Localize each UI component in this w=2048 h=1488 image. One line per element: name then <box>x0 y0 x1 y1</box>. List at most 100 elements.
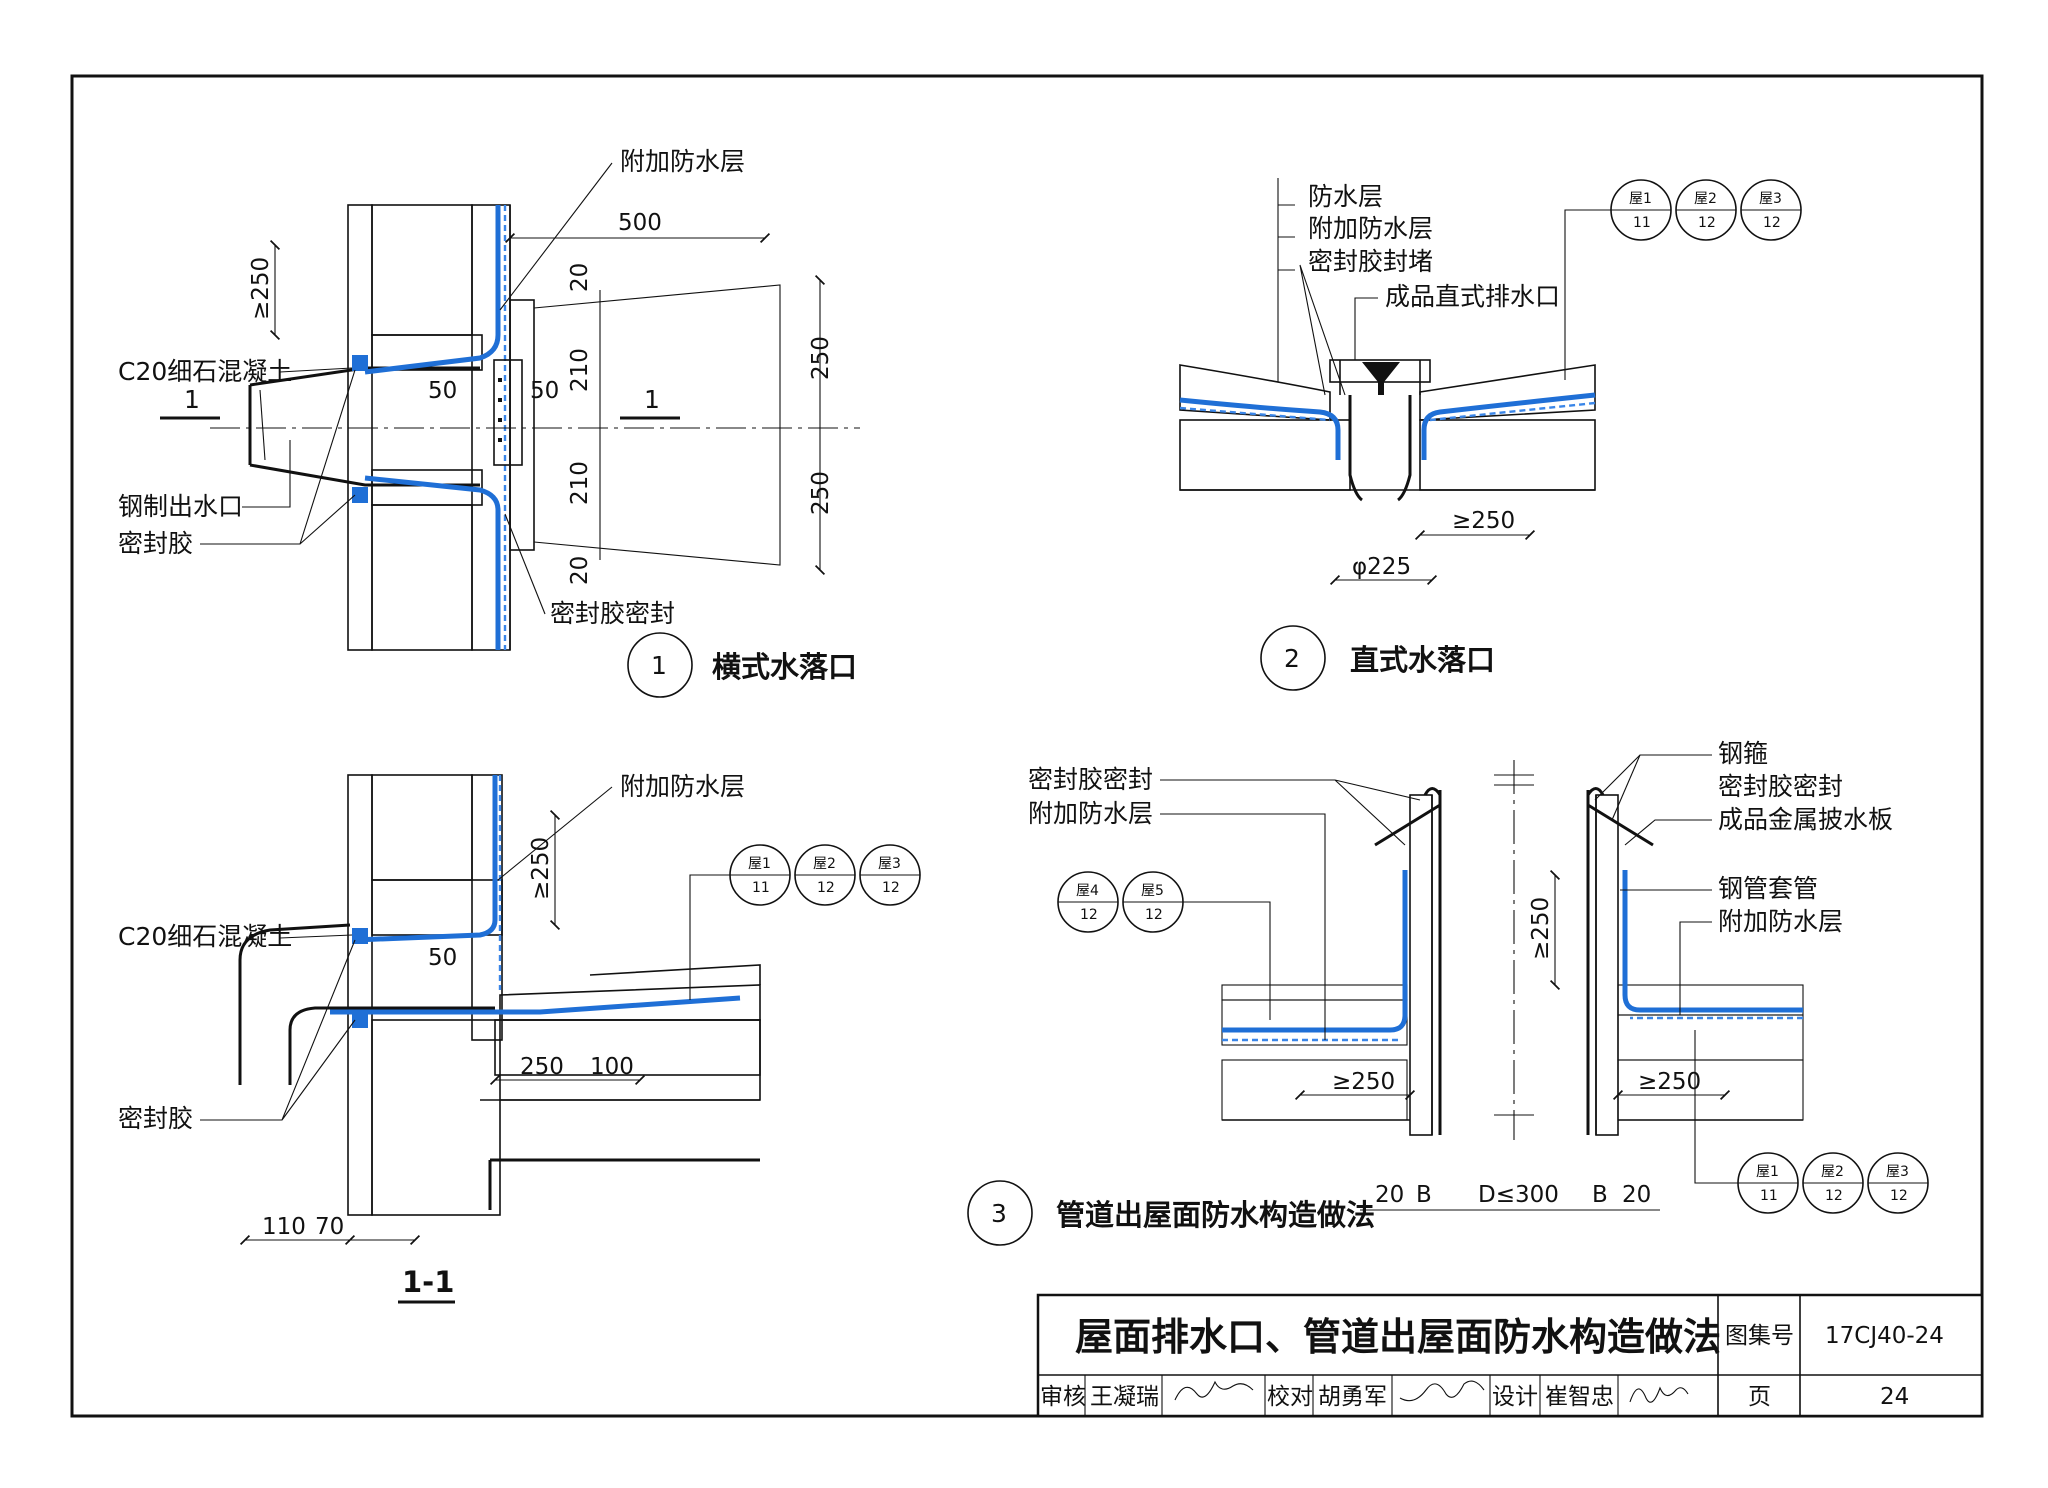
detail-3-number: 3 <box>991 1199 1007 1228</box>
label-extra-layer-right: 附加防水层 <box>1718 907 1843 936</box>
dim-20-right: 20 <box>1622 1182 1651 1208</box>
label-extra-layer: 附加防水层 <box>1308 214 1433 243</box>
svg-text:屋1: 屋1 <box>1756 1164 1779 1180</box>
check-label: 校对 <box>1267 1384 1313 1410</box>
detail-2-number-circle <box>1260 625 1326 691</box>
dim-20-bottom: 20 <box>567 556 593 585</box>
page-label: 页 <box>1748 1384 1771 1410</box>
label-sealant: 密封胶 <box>118 529 193 558</box>
svg-text:屋5: 屋5 <box>1141 883 1164 899</box>
label-sealant-seal-right: 密封胶密封 <box>1718 772 1843 801</box>
dim-ge250-left: ≥250 <box>1332 1069 1395 1095</box>
svg-text:屋2: 屋2 <box>1821 1164 1844 1180</box>
review-label: 审核 <box>1040 1384 1086 1410</box>
dim-210-bottom: 210 <box>567 461 593 505</box>
section-mark-right: 1 <box>644 385 660 414</box>
detail-3-caption: 管道出屋面防水构造做法 <box>1056 1198 1375 1232</box>
svg-text:屋2: 屋2 <box>1694 191 1717 207</box>
dim-250-top: 250 <box>808 336 834 380</box>
section-title: 1-1 <box>402 1265 454 1299</box>
label-concrete: C20细石混凝土 <box>118 922 292 951</box>
checker: 胡勇军 <box>1318 1384 1387 1410</box>
atlas-no: 17CJ40-24 <box>1825 1323 1944 1349</box>
dim-dia: φ225 <box>1352 554 1411 580</box>
label-outlet: 钢制出水口 <box>118 492 243 521</box>
dim-ge250: ≥250 <box>528 837 554 900</box>
dim-50-left: 50 <box>428 378 457 404</box>
label-steel-sleeve: 钢管套管 <box>1718 874 1818 903</box>
label-sealant: 密封胶 <box>118 1104 193 1133</box>
dim-ge250: ≥250 <box>248 257 274 320</box>
checker-signature <box>1399 1380 1485 1402</box>
svg-text:屋1: 屋1 <box>748 856 771 872</box>
label-sealant-plug: 密封胶封堵 <box>1308 247 1433 276</box>
detail-3: ≥250 ≥250 ≥250 20 B D≤300 B 20 密封胶密封 附加防… <box>967 739 1929 1246</box>
svg-text:12: 12 <box>1698 215 1716 231</box>
title-block: 屋面排水口、管道出屋面防水构造做法 图集号 17CJ40-24 页 24 审核 … <box>1036 1293 1984 1418</box>
dim-20-left: 20 <box>1375 1182 1404 1208</box>
detail-1: 1 1 500 ≥250 20 210 210 20 250 250 50 50… <box>118 147 860 698</box>
label-waterproof: 防水层 <box>1308 182 1383 211</box>
svg-text:屋3: 屋3 <box>1759 191 1782 207</box>
dim-250-bottom: 250 <box>808 471 834 515</box>
dim-b-right: B <box>1592 1182 1608 1208</box>
detail3-tags-right: 屋1 11 屋2 12 屋3 12 <box>1694 1030 1929 1214</box>
svg-text:11: 11 <box>1633 215 1651 231</box>
label-metal-flashing: 成品金属披水板 <box>1718 805 1893 834</box>
reviewer-signature <box>1174 1380 1254 1401</box>
dim-210-top: 210 <box>567 348 593 392</box>
label-extra-layer-left: 附加防水层 <box>1028 799 1153 828</box>
detail-2-number: 2 <box>1284 644 1300 673</box>
drawing-title: 屋面排水口、管道出屋面防水构造做法 <box>1075 1315 1721 1359</box>
label-steel-hoop: 钢箍 <box>1718 739 1768 768</box>
design-label: 设计 <box>1492 1384 1538 1410</box>
section-mark-left: 1 <box>184 385 200 414</box>
svg-text:屋4: 屋4 <box>1076 883 1099 899</box>
svg-text:11: 11 <box>1760 1188 1778 1204</box>
dim-ge250: ≥250 <box>1452 508 1515 534</box>
label-sealant-seal: 密封胶密封 <box>550 599 675 628</box>
label-outlet: 成品直式排水口 <box>1385 282 1560 311</box>
page-no: 24 <box>1880 1384 1909 1410</box>
svg-text:屋2: 屋2 <box>813 856 836 872</box>
label-sealant-seal: 密封胶密封 <box>1028 765 1153 794</box>
dim-500: 500 <box>618 210 662 236</box>
dim-50-right: 50 <box>530 378 559 404</box>
dim-20-top: 20 <box>567 263 593 292</box>
svg-text:12: 12 <box>1890 1188 1908 1204</box>
dim-70: 70 <box>315 1214 344 1240</box>
dim-b-left: B <box>1416 1182 1432 1208</box>
detail-2: 防水层 附加防水层 密封胶封堵 成品直式排水口 屋1 11 屋2 12 屋3 12 ≥… <box>1179 178 1802 691</box>
svg-text:12: 12 <box>1763 215 1781 231</box>
section-1-1: ≥250 50 250 100 110 70 附加防水层 C20细石混凝土 密封… <box>118 772 921 1304</box>
svg-text:12: 12 <box>1145 907 1163 923</box>
svg-text:屋3: 屋3 <box>1886 1164 1909 1180</box>
detail-2-caption: 直式水落口 <box>1350 643 1495 677</box>
designer: 崔智忠 <box>1545 1384 1614 1410</box>
detail2-tags: 屋1 11 屋2 12 屋3 12 <box>1564 179 1802 380</box>
svg-text:12: 12 <box>817 880 835 896</box>
svg-text:12: 12 <box>1080 907 1098 923</box>
label-extra-layer: 附加防水层 <box>620 772 745 801</box>
svg-text:11: 11 <box>752 880 770 896</box>
dim-250: 250 <box>520 1054 564 1080</box>
svg-text:12: 12 <box>882 880 900 896</box>
atlas-no-label: 图集号 <box>1725 1323 1794 1349</box>
dim-ge250-right: ≥250 <box>1638 1069 1701 1095</box>
label-extra-layer: 附加防水层 <box>620 147 745 176</box>
detail3-tags-left: 屋4 12 屋5 12 <box>1057 871 1271 1020</box>
dim-ge250-vertical: ≥250 <box>1528 897 1554 960</box>
detail-1-caption: 横式水落口 <box>712 650 857 684</box>
dim-d: D≤300 <box>1478 1182 1559 1208</box>
dim-100: 100 <box>590 1054 634 1080</box>
reviewer: 王凝瑞 <box>1090 1384 1159 1410</box>
section11-tags: 屋1 11 屋2 12 屋3 12 <box>689 844 921 1000</box>
svg-text:屋1: 屋1 <box>1629 191 1652 207</box>
sheet-border <box>70 74 1984 1418</box>
dim-110: 110 <box>262 1214 306 1240</box>
svg-text:12: 12 <box>1825 1188 1843 1204</box>
dim-50: 50 <box>428 945 457 971</box>
svg-text:屋3: 屋3 <box>878 856 901 872</box>
detail-1-number: 1 <box>651 651 667 680</box>
